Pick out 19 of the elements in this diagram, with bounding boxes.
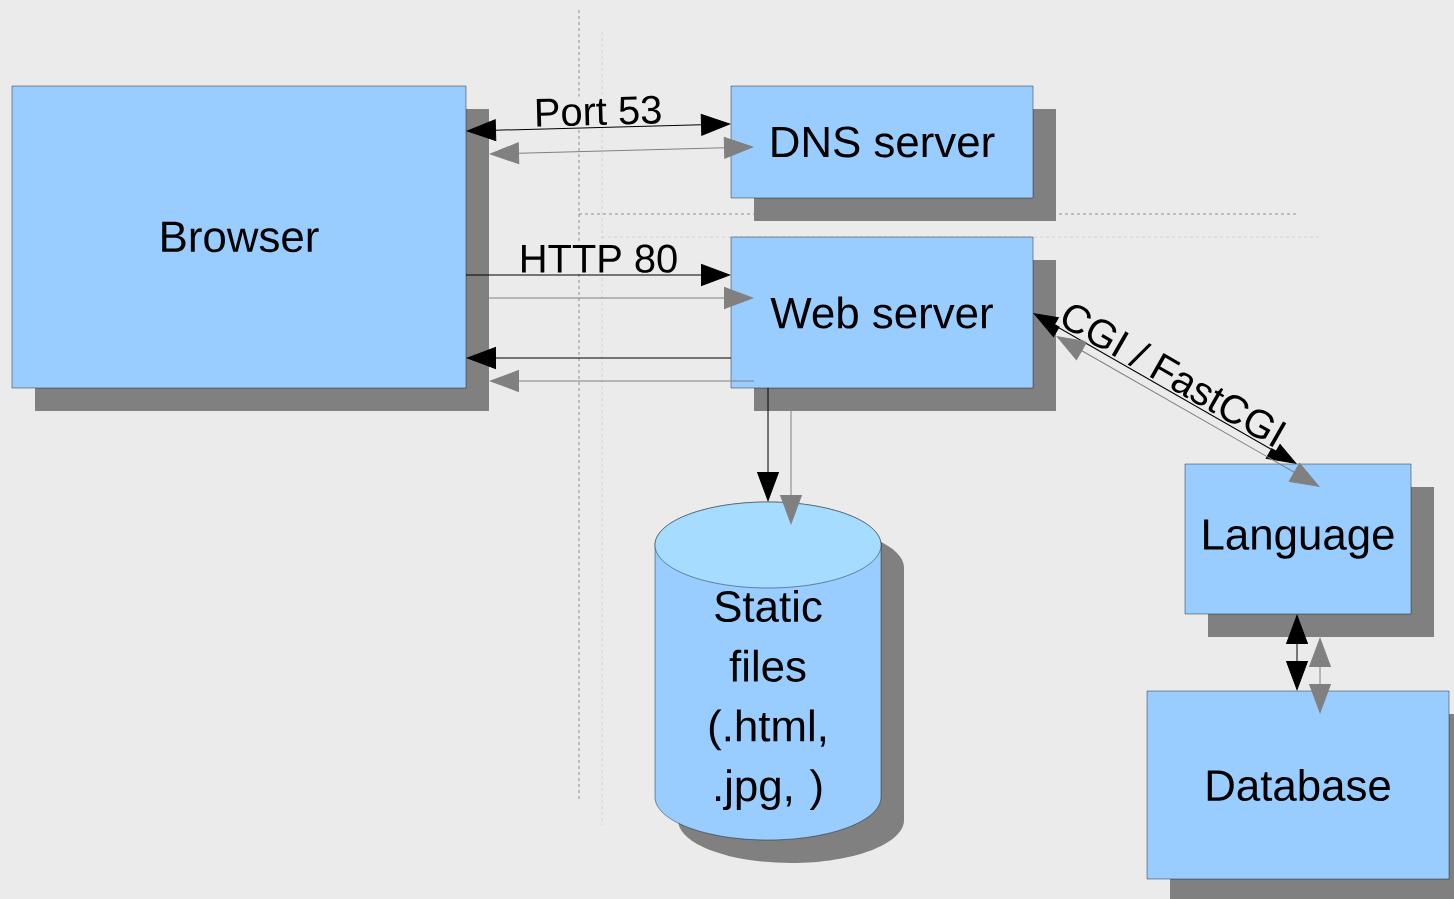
process-box: DNS server [730, 85, 1034, 199]
process-box: Database [1146, 690, 1450, 880]
arrow [488, 287, 754, 309]
arrow [466, 347, 732, 369]
arrow [465, 264, 731, 286]
arrow [489, 136, 754, 165]
process-box: Browser [11, 85, 467, 389]
arrow [1033, 313, 1297, 464]
process-box: Language [1184, 463, 1412, 615]
arrow [780, 410, 802, 525]
arrow [757, 387, 779, 502]
edge-label: Port 53 [532, 94, 664, 128]
arrow [1309, 637, 1331, 714]
arrow [1286, 614, 1308, 691]
process-box: Web server [730, 236, 1034, 389]
arrow [466, 113, 731, 142]
arrow [1056, 336, 1320, 487]
arrow [489, 370, 755, 392]
edge-label: HTTP 80 [517, 243, 680, 274]
